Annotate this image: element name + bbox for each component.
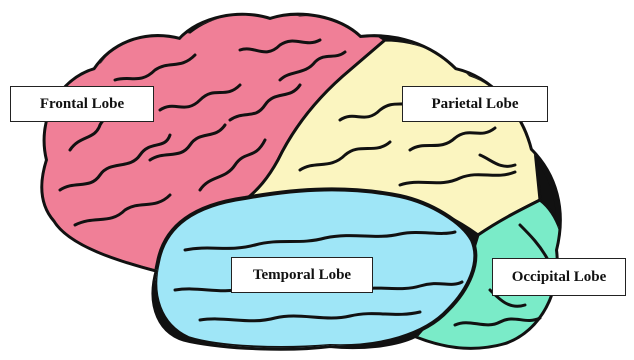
occipital-lobe-label: Occipital Lobe — [492, 258, 626, 296]
frontal-lobe-label: Frontal Lobe — [10, 86, 154, 122]
temporal-lobe-label: Temporal Lobe — [231, 257, 373, 293]
parietal-lobe-label: Parietal Lobe — [402, 86, 548, 122]
